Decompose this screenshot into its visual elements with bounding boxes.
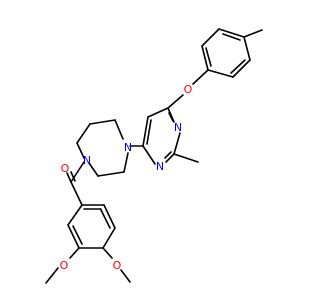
tolyl-methyl-bond bbox=[243, 29, 263, 38]
carbonyl-bond-1 bbox=[66, 172, 72, 183]
methoxy-oxygen-left-label: O bbox=[60, 259, 69, 272]
pyrimidine-nitrogen-bottom-label: N bbox=[156, 160, 164, 173]
pyrimidine-ring bbox=[142, 107, 181, 165]
carbonyl-aryl-bond bbox=[70, 181, 83, 206]
ether-oxygen-label: O bbox=[184, 83, 193, 96]
ether-bond-aryl bbox=[192, 69, 209, 85]
methoxy-oxygen-right-label: O bbox=[113, 259, 122, 272]
carbonyl-bond-2 bbox=[70, 171, 76, 182]
pyrimidine-nitrogen-top-label: N bbox=[174, 121, 182, 134]
dimethoxyphenyl-ring bbox=[67, 204, 116, 249]
molecule-diagram: O N N N N O O O bbox=[45, 28, 263, 284]
ether-bond-pyrimidine bbox=[167, 94, 184, 109]
piperazine-nitrogen-left-label: N bbox=[83, 154, 91, 167]
piperazine-ring bbox=[76, 119, 129, 177]
methoxy-left-bond-ring bbox=[69, 247, 80, 259]
pyrimidine-methyl-bond bbox=[173, 153, 199, 163]
methoxy-left-bond-methyl bbox=[45, 267, 59, 284]
piperazine-nitrogen-right-label: N bbox=[124, 141, 132, 154]
carbonyl-oxygen-label: O bbox=[61, 162, 70, 175]
methoxy-right-bond-methyl bbox=[120, 269, 131, 283]
methoxy-right-bond-ring bbox=[102, 247, 113, 259]
tolyl-ring bbox=[201, 28, 251, 78]
